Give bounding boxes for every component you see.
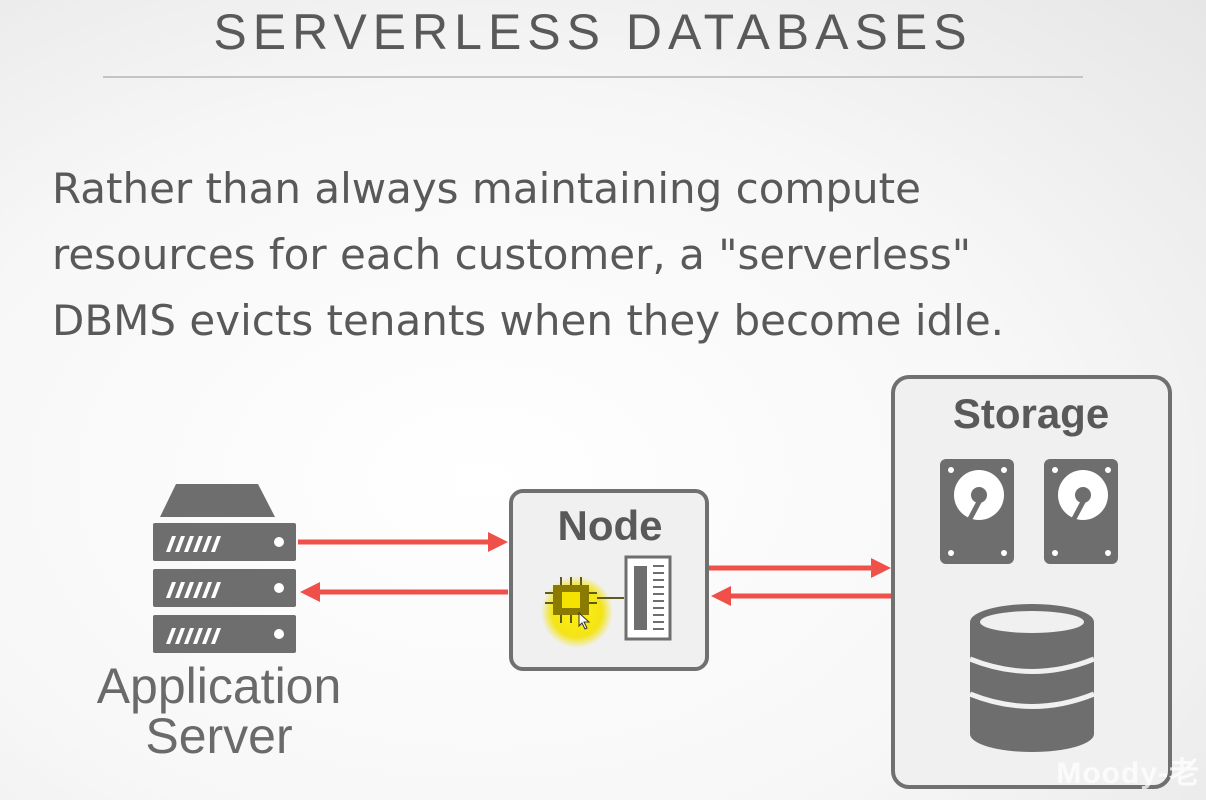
watermark: Moody-老 xyxy=(1056,757,1200,790)
app-server-label-line1: Application xyxy=(97,658,342,714)
server-rack-icon xyxy=(153,484,296,653)
body-paragraph: Rather than always maintaining compute r… xyxy=(52,156,1112,354)
title-divider xyxy=(103,76,1083,78)
memory-module-icon xyxy=(624,555,672,641)
body-line-2: resources for each customer, a "serverle… xyxy=(52,230,972,279)
body-line-3: DBMS evicts tenants when they become idl… xyxy=(52,296,1005,345)
cpu-chip-icon xyxy=(545,577,624,623)
mouse-cursor-icon xyxy=(578,611,591,630)
storage-to-node-arrow xyxy=(711,586,891,606)
request-arrow xyxy=(298,532,508,552)
database-icon xyxy=(969,604,1095,752)
node-label: Node xyxy=(558,502,663,549)
response-arrow xyxy=(300,582,508,602)
body-line-1: Rather than always maintaining compute xyxy=(52,164,921,213)
hard-drive-icon xyxy=(1044,459,1118,564)
hard-drive-icon xyxy=(940,459,1014,564)
node-to-storage-arrow xyxy=(709,558,891,578)
slide-title: SERVERLESS DATABASES xyxy=(213,4,973,60)
storage-label: Storage xyxy=(953,390,1109,437)
app-server-label-line2: Server xyxy=(145,708,292,764)
